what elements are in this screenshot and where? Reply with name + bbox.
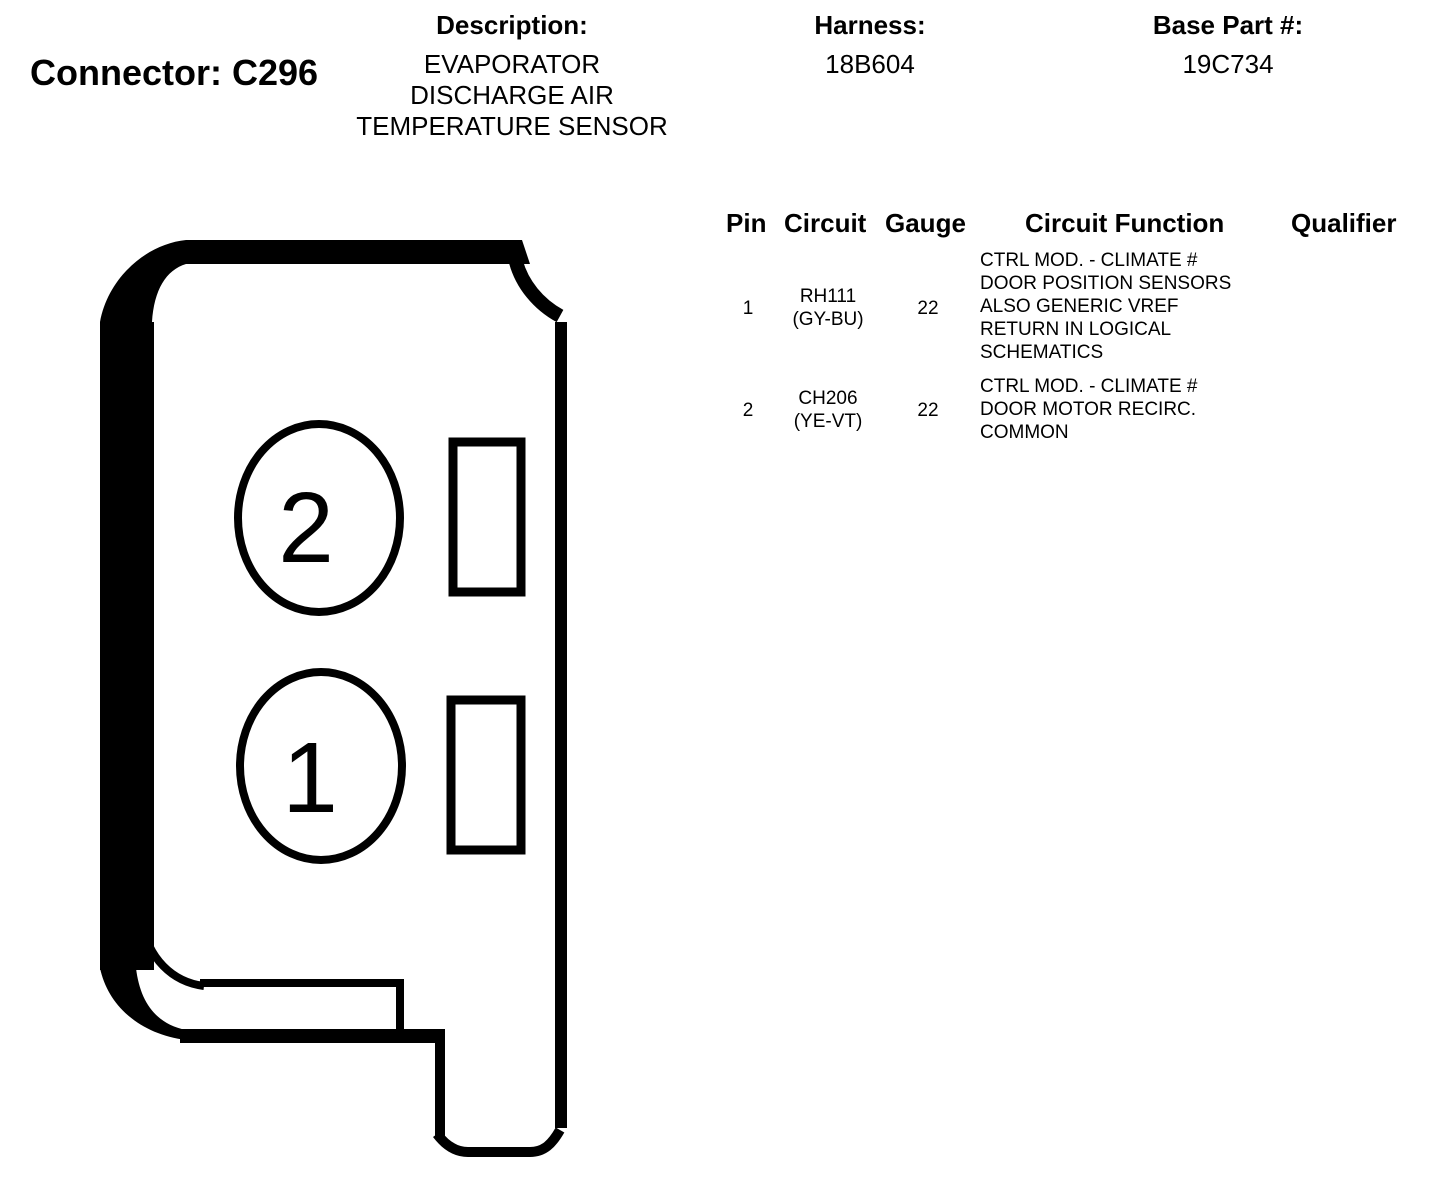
- base-part-header: Base Part #:: [1152, 10, 1304, 40]
- function-line: RETURN IN LOGICAL: [980, 319, 1172, 340]
- base-part-value: 19C734: [1182, 49, 1274, 79]
- circuit-id: CH206: [798, 388, 858, 409]
- description-line: TEMPERATURE SENSOR: [356, 111, 668, 141]
- connector-outline-top: [186, 240, 530, 264]
- circuit-cell: RH111 (GY-BU): [778, 285, 878, 331]
- table-header-circuit-function: Circuit Function: [1025, 208, 1225, 238]
- harness-value: 18B604: [825, 49, 915, 79]
- terminal-slot-2: [448, 437, 526, 597]
- description-line: DISCHARGE AIR: [410, 80, 614, 110]
- function-line: DOOR MOTOR RECIRC.: [980, 399, 1197, 420]
- description-value: EVAPORATOR DISCHARGE AIR TEMPERATURE SEN…: [312, 49, 712, 142]
- table-header-gauge: Gauge: [885, 208, 966, 238]
- harness-header: Harness:: [814, 10, 926, 40]
- pin-label-1: 1: [282, 722, 338, 834]
- function-line: CTRL MOD. - CLIMATE #: [980, 250, 1198, 271]
- circuit-cell: CH206 (YE-VT): [778, 387, 878, 433]
- pin-cavity-1: [236, 668, 406, 864]
- table-header-qualifier: Qualifier: [1291, 208, 1397, 238]
- pin-number: 1: [742, 298, 754, 319]
- circuit-function: CTRL MOD. - CLIMATE # DOOR MOTOR RECIRC.…: [980, 375, 1197, 444]
- connector-outline-bottom-notch: [433, 1127, 565, 1157]
- pin-label-2: 2: [278, 472, 334, 584]
- table-header-circuit: Circuit: [784, 208, 867, 238]
- connector-outline-left: [100, 322, 154, 970]
- table-header-pin: Pin: [726, 208, 767, 238]
- description-header: Description:: [436, 10, 588, 40]
- connector-inner-curve: [138, 921, 205, 990]
- latch-tab: [200, 979, 404, 1030]
- connector-title: Connector: C296: [30, 52, 319, 93]
- function-line: SCHEMATICS: [980, 342, 1104, 363]
- function-line: COMMON: [980, 422, 1069, 443]
- function-line: CTRL MOD. - CLIMATE #: [980, 376, 1198, 397]
- description-line: EVAPORATOR: [423, 49, 601, 79]
- circuit-id: RH111: [799, 286, 857, 307]
- function-line: DOOR POSITION SENSORS: [980, 273, 1232, 294]
- gauge-value: 22: [917, 298, 939, 319]
- pin-number: 2: [742, 400, 754, 421]
- gauge-value: 22: [917, 400, 939, 421]
- wire-color: (YE-VT): [793, 411, 863, 432]
- connector-outline-corner-top: [100, 240, 186, 322]
- pin-cavity-2: [234, 420, 404, 616]
- connector-outline-chamfer: [509, 259, 564, 323]
- function-line: ALSO GENERIC VREF: [980, 296, 1179, 317]
- wire-color: (GY-BU): [792, 309, 864, 330]
- connector-outline-corner-bottom: [100, 968, 186, 1040]
- terminal-slot-1: [446, 695, 526, 855]
- circuit-function: CTRL MOD. - CLIMATE # DOOR POSITION SENS…: [980, 249, 1231, 364]
